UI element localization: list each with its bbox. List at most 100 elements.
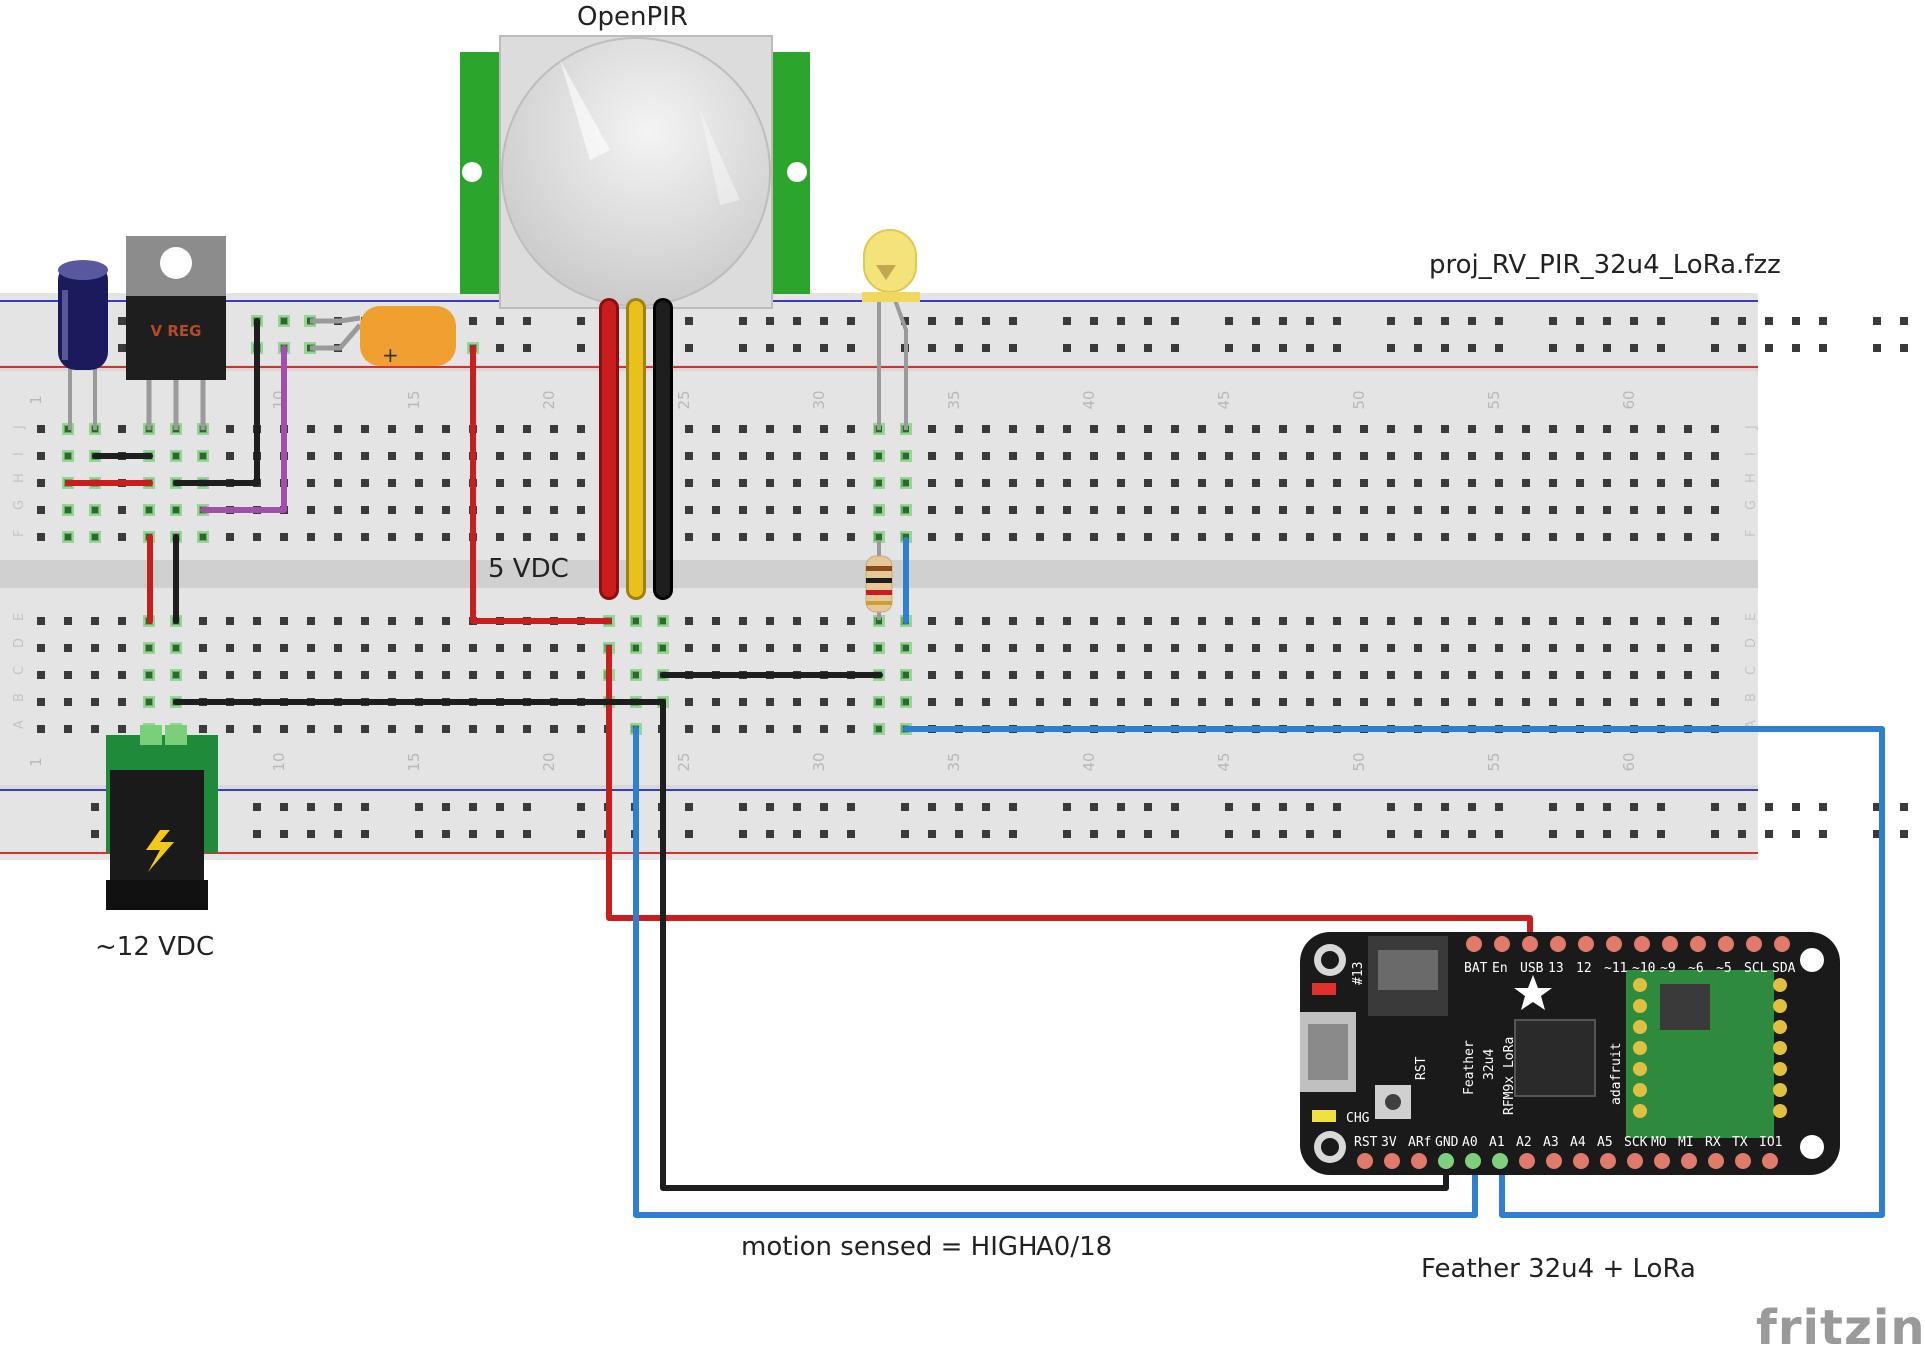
breadboard-hole — [1441, 671, 1449, 679]
rail-hole — [1765, 830, 1773, 838]
breadboard-hole — [1279, 533, 1287, 541]
breadboard-hole — [793, 452, 801, 460]
connected-hole-center — [876, 507, 882, 513]
breadboard-hole — [1306, 479, 1314, 487]
rail-hole — [523, 803, 531, 811]
breadboard-hole — [1117, 617, 1125, 625]
rail-hole — [1279, 803, 1287, 811]
breadboard-hole — [712, 425, 720, 433]
rail-hole — [1414, 830, 1422, 838]
breadboard-hole — [1117, 479, 1125, 487]
rail-hole — [1630, 803, 1638, 811]
rail-hole — [1144, 317, 1152, 325]
breadboard-hole — [334, 725, 342, 733]
rail-hole — [1711, 803, 1719, 811]
breadboard-hole — [37, 425, 45, 433]
rail-hole — [739, 317, 747, 325]
rail-hole — [118, 344, 126, 352]
breadboard-hole — [118, 725, 126, 733]
breadboard-hole — [1387, 533, 1395, 541]
breadboard-hole — [361, 479, 369, 487]
connected-hole-center — [876, 453, 882, 459]
rail-hole — [820, 317, 828, 325]
electrolytic-capacitor — [58, 260, 108, 430]
feather-pin — [1494, 936, 1510, 952]
breadboard-hole — [442, 617, 450, 625]
breadboard-hole — [1144, 425, 1152, 433]
breadboard-hole — [739, 452, 747, 460]
breadboard-hole — [1171, 479, 1179, 487]
breadboard-hole — [307, 425, 315, 433]
breadboard-hole — [361, 425, 369, 433]
row-letter: A — [1744, 720, 1759, 729]
fritzing-logo: fritzing — [1756, 1300, 1925, 1356]
breadboard-hole — [1630, 452, 1638, 460]
breadboard-hole — [982, 452, 990, 460]
silk-32u4: 32u4 — [1482, 1049, 1497, 1080]
breadboard-hole — [1117, 698, 1125, 706]
rail-hole — [1117, 344, 1125, 352]
rail-hole — [685, 344, 693, 352]
breadboard-hole — [1198, 425, 1206, 433]
breadboard-hole — [550, 533, 558, 541]
breadboard-hole — [550, 452, 558, 460]
breadboard-hole — [1171, 506, 1179, 514]
breadboard-hole — [307, 671, 315, 679]
wires — [65, 298, 1885, 1218]
breadboard-hole — [1360, 506, 1368, 514]
breadboard-hole — [1306, 452, 1314, 460]
breadboard-hole — [1414, 425, 1422, 433]
feather-pin-label: GND — [1435, 1135, 1459, 1150]
breadboard-hole — [1387, 698, 1395, 706]
breadboard-hole — [1549, 452, 1557, 460]
wire-a1-blue — [903, 726, 1885, 1218]
rail-hole — [928, 803, 936, 811]
feather-pin — [1492, 1153, 1508, 1169]
breadboard-hole — [1414, 479, 1422, 487]
rail-hole — [1549, 830, 1557, 838]
breadboard-hole — [1387, 452, 1395, 460]
rail-hole — [469, 803, 477, 811]
breadboard-hole — [523, 644, 531, 652]
breadboard-hole — [37, 479, 45, 487]
breadboard-hole — [1036, 533, 1044, 541]
breadboard-hole — [1657, 533, 1665, 541]
connected-hole-center — [65, 534, 71, 540]
rail-hole — [1468, 317, 1476, 325]
row-letter: C — [1744, 666, 1759, 675]
breadboard-hole — [1090, 671, 1098, 679]
rail-hole — [523, 830, 531, 838]
breadboard-hole — [1495, 425, 1503, 433]
breadboard-hole — [1279, 479, 1287, 487]
breadboard-hole — [1630, 425, 1638, 433]
breadboard-hole — [1198, 698, 1206, 706]
rail-hole — [793, 830, 801, 838]
breadboard-hole — [1306, 644, 1314, 652]
breadboard-hole — [1252, 617, 1260, 625]
breadboard-hole — [1009, 506, 1017, 514]
rail-hole — [1549, 344, 1557, 352]
radio-pad — [1633, 999, 1647, 1013]
breadboard-hole — [1144, 506, 1152, 514]
breadboard-hole — [847, 479, 855, 487]
breadboard-hole — [1036, 644, 1044, 652]
breadboard-hole — [1198, 452, 1206, 460]
breadboard-hole — [577, 644, 585, 652]
breadboard-hole — [37, 644, 45, 652]
breadboard-hole — [766, 698, 774, 706]
breadboard-hole — [307, 725, 315, 733]
connected-hole-center — [903, 672, 909, 678]
breadboard-hole — [415, 479, 423, 487]
breadboard-hole — [1522, 671, 1530, 679]
rail-hole — [1279, 830, 1287, 838]
breadboard-hole — [334, 617, 342, 625]
breadboard-hole — [1063, 644, 1071, 652]
breadboard-hole — [1306, 533, 1314, 541]
breadboard-hole — [820, 506, 828, 514]
rail-hole — [469, 317, 477, 325]
breadboard-hole — [1252, 425, 1260, 433]
connected-hole-center — [633, 672, 639, 678]
breadboard-hole — [1333, 617, 1341, 625]
rail-hole — [820, 803, 828, 811]
breadboard-hole — [685, 479, 693, 487]
